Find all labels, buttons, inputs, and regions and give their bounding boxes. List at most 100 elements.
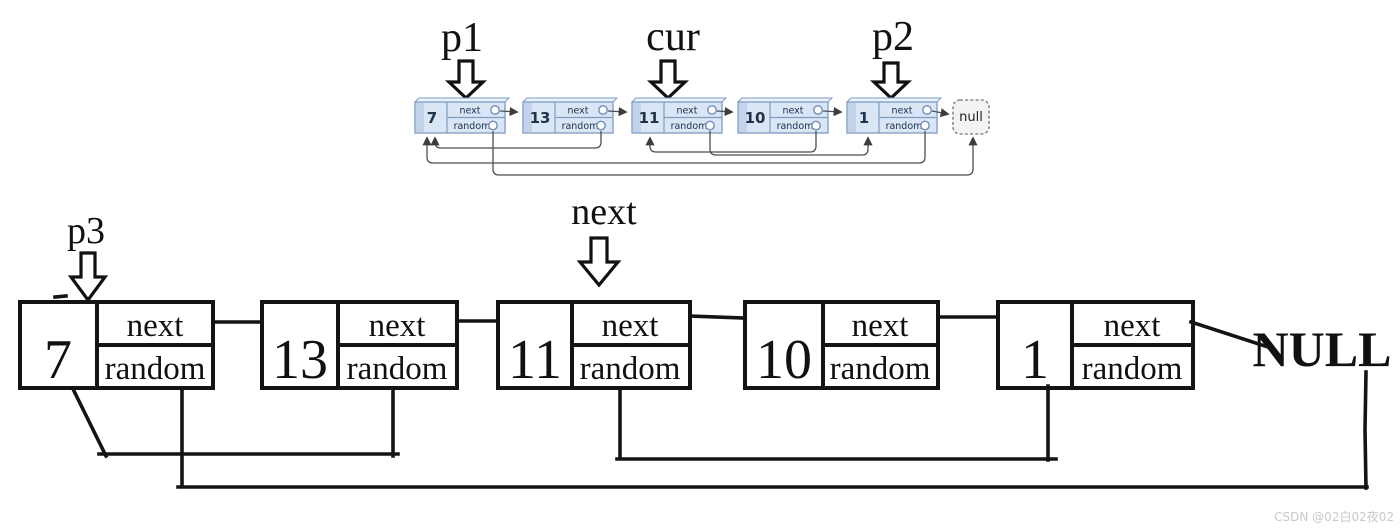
node-dividers	[663, 102, 722, 133]
field-next-label: next	[459, 106, 480, 117]
random-cell	[95, 343, 215, 390]
next-link-1-null	[931, 108, 950, 118]
random-port	[920, 120, 930, 131]
value-cell	[18, 300, 99, 390]
bottom-node-11: 11 next random	[496, 300, 692, 391]
node-dividers	[769, 102, 828, 133]
field-next-label: next	[676, 106, 697, 117]
null-label: NULL	[1253, 321, 1392, 377]
random-port	[705, 120, 715, 131]
top-node-7: 7 next random	[413, 97, 511, 134]
field-random-label: random	[777, 121, 814, 132]
node-value: 13	[530, 109, 551, 127]
bottom-node-1: 1 next random	[996, 300, 1195, 391]
next-port	[707, 105, 717, 115]
node-dividers	[446, 102, 505, 133]
value-cell	[743, 300, 825, 390]
field-random-label: random	[830, 351, 931, 387]
null-label: null	[959, 110, 983, 125]
random-link-7-null	[176, 370, 1369, 490]
field-next-label: next	[782, 106, 803, 117]
random-link-11-1	[709, 131, 873, 156]
random-cell	[336, 343, 459, 390]
node-side-shade	[416, 103, 424, 132]
field-next-label: next	[127, 308, 184, 344]
node-side-shade	[633, 103, 641, 132]
value-cell	[996, 300, 1074, 390]
bottom-diagram: p3 next 7 next random 13 next random	[18, 191, 1392, 490]
down-arrow-icon-next	[576, 236, 622, 288]
next-link-11-10	[716, 106, 734, 117]
node-value: 1	[1021, 329, 1049, 391]
pointer-label-p1: p1	[441, 15, 483, 61]
random-link-13-7	[430, 131, 602, 149]
node-side-shade	[848, 103, 856, 132]
field-random-label: random	[671, 121, 708, 132]
next-port	[490, 105, 500, 115]
down-arrow-icon-p1	[444, 59, 488, 101]
field-next-label: next	[891, 106, 912, 117]
node-dividers	[554, 102, 613, 133]
field-random-label: random	[105, 351, 206, 387]
field-random-label: random	[347, 351, 448, 387]
node-side-shade	[739, 103, 747, 132]
field-next-label: next	[369, 308, 426, 344]
node-value: 11	[639, 109, 660, 127]
next-cell	[336, 300, 459, 347]
bottom-node-10: 10 next random	[743, 300, 940, 391]
node-value: 10	[745, 109, 766, 127]
down-arrow-icon-cur	[646, 59, 690, 101]
field-random-label: random	[562, 121, 599, 132]
next-link-10-1	[822, 107, 843, 117]
field-next-label: next	[852, 308, 909, 344]
field-random-label: random	[454, 121, 491, 132]
node-dividers	[878, 102, 937, 133]
field-next-label: next	[567, 106, 588, 117]
field-random-label: random	[886, 121, 923, 132]
value-cell	[496, 300, 574, 390]
top-node-13: 13 next random	[521, 97, 619, 134]
random-link-11-1	[615, 384, 1058, 462]
next-port	[922, 105, 932, 115]
top-node-10: 10 next random	[736, 97, 834, 134]
pointer-label-cur: cur	[646, 14, 700, 60]
top-node-11: 11 next random	[630, 97, 728, 134]
field-random-label: random	[1082, 351, 1183, 387]
top-diagram: p1 cur p2 7 next random 13 next random	[413, 14, 990, 176]
random-port	[488, 120, 498, 131]
stray-mark	[53, 294, 68, 299]
down-arrow-icon-p2	[869, 61, 913, 101]
bottom-node-7: 7 next random	[18, 300, 215, 391]
next-link-1-null	[1188, 319, 1271, 350]
node-value: 11	[508, 329, 562, 391]
next-link-7-13	[499, 107, 519, 117]
top-node-1: 1 next random	[845, 97, 943, 134]
next-port	[813, 105, 823, 115]
next-link-13-11	[607, 107, 628, 117]
pointer-label-p3: p3	[67, 210, 105, 252]
field-random-label: random	[580, 351, 681, 387]
random-cell	[1070, 343, 1195, 390]
random-link-10-11	[645, 131, 817, 153]
pointer-label-p2: p2	[872, 14, 914, 60]
field-next-label: next	[1104, 308, 1161, 344]
watermark: CSDN @02白02夜02	[1274, 509, 1394, 524]
null-box	[952, 99, 990, 135]
random-link-13-7	[70, 386, 400, 459]
node-side-shade	[524, 103, 532, 132]
down-arrow-icon-p3	[67, 251, 109, 303]
node-value: 13	[272, 329, 328, 391]
node-value: 1	[859, 109, 869, 127]
top-null-node: null	[952, 99, 990, 135]
pointer-label-next: next	[571, 191, 637, 233]
node-value: 7	[44, 329, 72, 391]
next-port	[598, 105, 608, 115]
random-cell	[570, 343, 692, 390]
next-link-11-10	[688, 314, 745, 320]
node-value: 10	[756, 329, 812, 391]
node-value: 7	[427, 109, 437, 127]
random-port	[596, 120, 606, 131]
random-link-1-7	[422, 131, 926, 164]
